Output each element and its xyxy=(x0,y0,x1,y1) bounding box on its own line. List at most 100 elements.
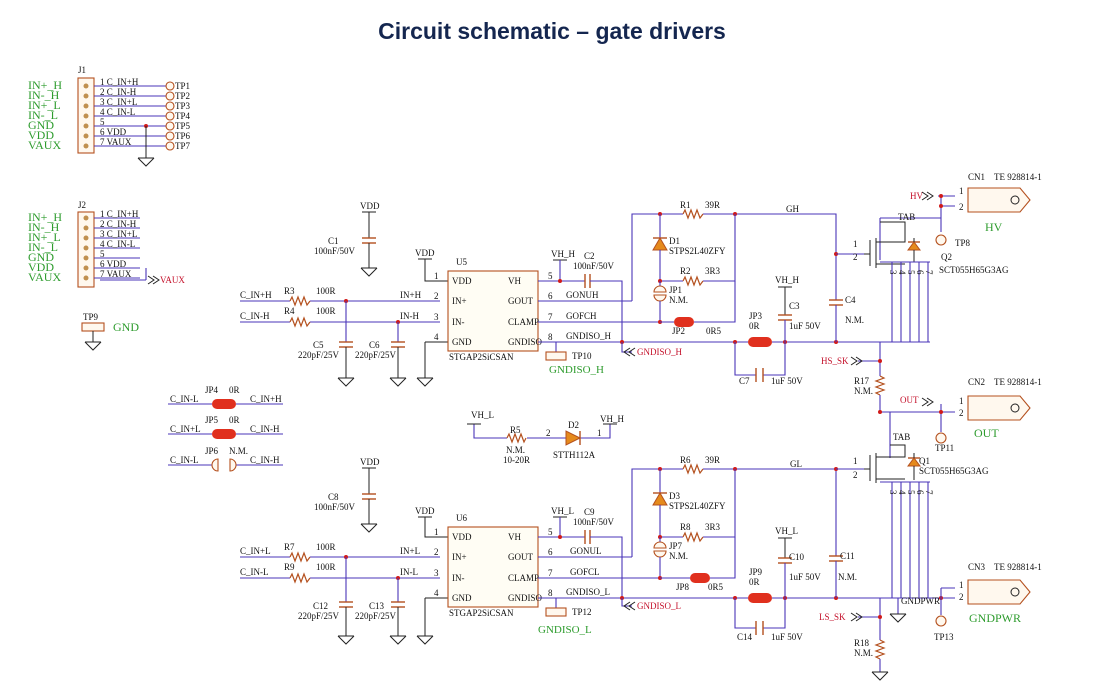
ls-vdd2: VDD xyxy=(415,506,435,516)
tp9-net: GND xyxy=(113,320,139,334)
ls-jp9-ref: JP9 xyxy=(749,567,763,577)
ls-sk: LS_SK xyxy=(819,612,846,622)
ls-jp8-val: 0R5 xyxy=(708,582,724,592)
ls-r9-ref: R9 xyxy=(284,562,295,572)
ls-gate: GL xyxy=(790,459,802,469)
j1-tp-label: TP2 xyxy=(175,91,190,101)
j2-left-label: IN+_H xyxy=(28,210,62,224)
hs-net-p: IN+H xyxy=(400,290,422,300)
ls-c14-ref: C14 xyxy=(737,632,753,642)
jumper-open xyxy=(211,458,219,472)
hs-r4-val: 100R xyxy=(316,306,336,316)
svg-text:1: 1 xyxy=(959,396,964,406)
ls-r6-val: 39R xyxy=(705,455,720,465)
test-point xyxy=(165,111,175,121)
svg-text:1: 1 xyxy=(853,456,858,466)
j2-left-label: GND xyxy=(28,250,54,264)
ls-c13-val: 220pF/25V xyxy=(355,611,397,621)
test-point xyxy=(165,131,175,141)
bs-r5-range: 10-20R xyxy=(503,455,530,465)
ls-vdd1: VDD xyxy=(360,457,380,467)
ls-driver-ic xyxy=(447,526,539,608)
j2-pin-label: 4 C_IN-L xyxy=(100,239,135,249)
hs-c2-ref: C2 xyxy=(584,251,595,261)
j2-pin-label: 3 C_IN+L xyxy=(100,229,137,239)
j2-left-label: IN-_H xyxy=(28,220,60,234)
ic-pin-right: VH xyxy=(508,532,521,542)
ls-d3-part: STPS2L40ZFY xyxy=(669,501,726,511)
hs-c1-ref: C1 xyxy=(328,236,339,246)
svg-text:2: 2 xyxy=(853,470,858,480)
ls-in-p: C_IN+L xyxy=(240,546,271,556)
jumper-right-net: C_IN+H xyxy=(250,394,282,404)
hs-c1-val: 100nF/50V xyxy=(314,246,356,256)
j1-tp-label: TP5 xyxy=(175,121,191,131)
hs-driver-ic xyxy=(447,270,539,352)
hs-cn-net: HV xyxy=(985,220,1003,234)
hs-cn2-terminal xyxy=(967,395,1031,421)
ls-net-gonul: GONUL xyxy=(570,546,602,556)
hs-r2-ref: R2 xyxy=(680,266,691,276)
j1-tp-label: TP6 xyxy=(175,131,191,141)
ls-gndpwr: GNDPWR xyxy=(901,596,940,606)
ic-pin-left: IN- xyxy=(452,573,465,583)
hs-hv-flag: HV xyxy=(910,191,923,201)
ic-pin-right-num: 7 xyxy=(548,568,553,578)
svg-text:3: 3 xyxy=(888,490,898,495)
ls-r8-val: 3R3 xyxy=(705,522,721,532)
jumper-ref: JP4 xyxy=(205,385,219,395)
ic-pin-left-num: 1 xyxy=(434,271,439,281)
jumper-right-net: C_IN-H xyxy=(250,455,280,465)
ls-r6-ref: R6 xyxy=(680,455,691,465)
ls-net-gndiso: GNDISO_L xyxy=(566,587,610,597)
j1-pin-label: 3 C_IN+L xyxy=(100,97,137,107)
svg-text:2: 2 xyxy=(959,408,964,418)
j2-left-label: IN-_L xyxy=(28,240,58,254)
hs-c4-val: N.M. xyxy=(845,315,864,325)
hs-r1-val: 39R xyxy=(705,200,720,210)
j2-left-label: VAUX xyxy=(28,270,61,284)
ic-pin-right: CLAMP xyxy=(508,573,539,583)
test-point xyxy=(165,121,175,131)
bs-d2-ref: D2 xyxy=(568,420,579,430)
jumper-right-net: C_IN-H xyxy=(250,424,280,434)
hs-net-gofch: GOFCH xyxy=(566,311,597,321)
svg-text:3: 3 xyxy=(888,270,898,275)
high-side-driver: VDD C1 100nF/50V C_IN+H C_IN-H R3 100R R… xyxy=(240,172,1042,458)
jumper-ref: JP6 xyxy=(205,446,219,456)
j1-ref: J1 xyxy=(78,65,86,75)
ls-cn-ref: CN3 xyxy=(968,562,986,572)
hs-c3-val: 1uF 50V xyxy=(789,321,821,331)
low-side-driver: VDD C8 100nF/50V C_IN+L C_IN-L R7 100R R… xyxy=(240,432,1042,681)
ic-pin-right: VH xyxy=(508,276,521,286)
ls-u-ref: U6 xyxy=(456,513,467,523)
test-point xyxy=(165,91,175,101)
hs-jp1-val: N.M. xyxy=(669,295,688,305)
ls-net-p: IN+L xyxy=(400,546,420,556)
hs-in-n: C_IN-H xyxy=(240,311,270,321)
test-point xyxy=(165,101,175,111)
page-title: Circuit schematic – gate drivers xyxy=(378,18,726,44)
ic-pin-right-num: 6 xyxy=(548,291,553,301)
hs-q-part: SCT055H65G3AG xyxy=(939,265,1009,275)
j1-tp-label: TP1 xyxy=(175,81,190,91)
hs-jp1-ref: JP1 xyxy=(669,285,682,295)
jumper-closed xyxy=(212,399,236,409)
hs-c5-ref: C5 xyxy=(313,340,324,350)
ls-r18-val: N.M. xyxy=(854,648,873,658)
ic-pin-right: GNDISO xyxy=(508,593,543,603)
ls-tp13: TP13 xyxy=(934,632,954,642)
hs-d1-part: STPS2L40ZFY xyxy=(669,246,726,256)
svg-text:4: 4 xyxy=(897,490,907,495)
ic-pin-left-num: 2 xyxy=(434,547,439,557)
ls-r7-ref: R7 xyxy=(284,542,295,552)
svg-text:7: 7 xyxy=(924,490,934,495)
j1-pin-label: 5 xyxy=(100,117,105,127)
bs-r5-val: N.M. xyxy=(506,445,525,455)
ls-c12-ref: C12 xyxy=(313,601,328,611)
hs-r17-ref: R17 xyxy=(854,376,870,386)
j2-pin-label: 7 VAUX xyxy=(100,269,132,279)
ic-pin-left-num: 2 xyxy=(434,291,439,301)
ic-pin-left: VDD xyxy=(452,276,472,286)
